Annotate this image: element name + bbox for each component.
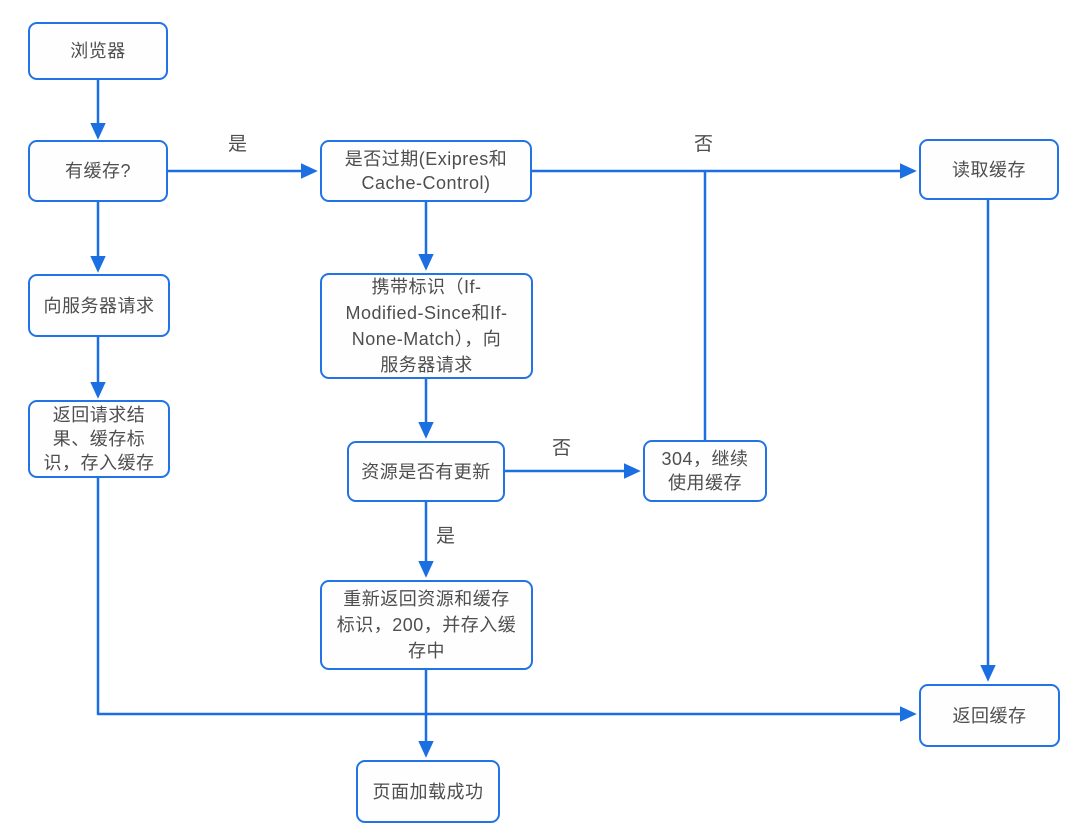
node-return-cache: 返回缓存 [919, 684, 1060, 747]
node-request-server: 向服务器请求 [28, 274, 170, 337]
node-has-cache: 有缓存? [28, 140, 168, 202]
edge-label-resource-updated-yes: 是 [436, 526, 456, 547]
edge-store-to-returncache [96, 478, 917, 722]
node-store-result: 返回请求结 果、缓存标 识，存入缓存 [28, 400, 170, 478]
node-read-cache: 读取缓存 [919, 139, 1059, 200]
node-page-loaded: 页面加载成功 [356, 760, 500, 823]
node-return-resource-200: 重新返回资源和缓存 标识，200，并存入缓 存中 [320, 580, 533, 670]
edge-label-resource-not-updated-no: 否 [552, 438, 572, 459]
node-resource-updated: 资源是否有更新 [347, 441, 505, 502]
node-browser: 浏览器 [28, 22, 168, 80]
node-304-use-cache: 304，继续 使用缓存 [643, 440, 767, 502]
node-is-expired: 是否过期(Exipres和 Cache-Control) [320, 140, 532, 202]
edge-label-has-cache-yes: 是 [228, 134, 248, 155]
node-carry-identifier: 携带标识（If- Modified-Since和If- None-Match），… [320, 273, 533, 379]
edge-label-not-expired-no: 否 [694, 134, 714, 155]
